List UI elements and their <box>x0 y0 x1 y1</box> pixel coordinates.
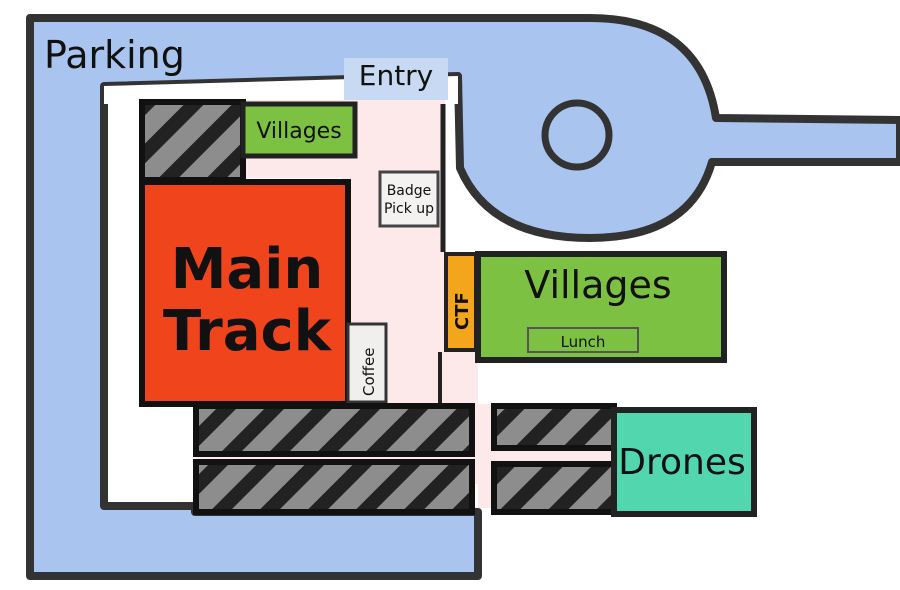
entry-marker <box>344 58 448 100</box>
main-track-label-line1: Main <box>171 237 324 302</box>
coffee-label: Coffee <box>360 348 378 396</box>
restricted-area-bottom-right-lower <box>491 461 617 515</box>
lunch-label: Lunch <box>561 333 606 351</box>
badge-pickup-area[interactable] <box>378 170 440 228</box>
badge-pickup-label-line2: Pick up <box>384 201 434 217</box>
parking-label: Parking <box>44 33 185 77</box>
roundabout-island <box>541 99 613 171</box>
entry-label: Entry <box>359 59 434 92</box>
badge-pickup-label-line1: Badge <box>387 183 432 199</box>
villages-right-label: Villages <box>524 263 671 307</box>
parking-area <box>26 14 900 580</box>
drones-label: Drones <box>618 442 745 483</box>
restricted-area-top-left <box>139 99 246 183</box>
drones-area[interactable] <box>611 407 757 517</box>
ctf-label: CTF <box>452 292 473 330</box>
villages-top-area[interactable] <box>240 101 358 159</box>
restricted-area-bottom-left-upper <box>193 403 475 457</box>
lunch-area[interactable] <box>527 327 639 353</box>
main-track-label-line2: Track <box>163 299 333 364</box>
restricted-area-bottom-right-upper <box>491 403 617 451</box>
main-track-area[interactable] <box>139 179 351 407</box>
coffee-area[interactable] <box>346 322 388 404</box>
villages-top-label: Villages <box>256 119 341 144</box>
restricted-area-bottom-left-lower <box>193 459 475 515</box>
ctf-area[interactable] <box>444 252 478 352</box>
